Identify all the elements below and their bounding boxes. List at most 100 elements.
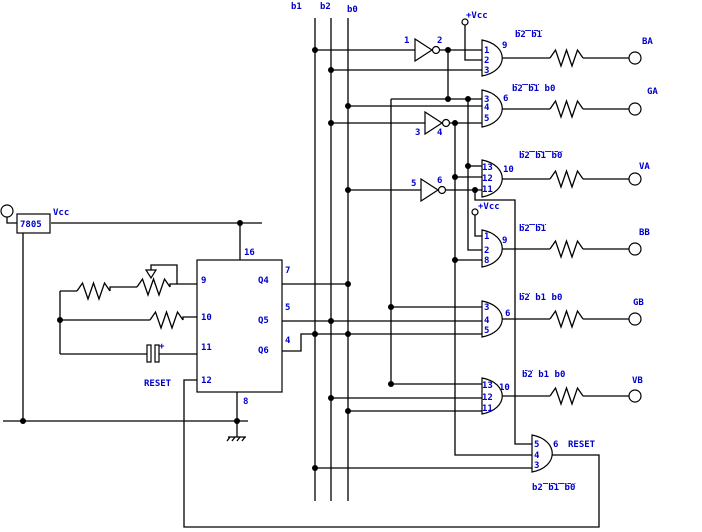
expression-term: b0 <box>539 84 555 94</box>
expression-term: b1 <box>526 30 542 40</box>
inverter-pin: 4 <box>437 128 443 138</box>
and-gate-ba <box>481 39 503 77</box>
potentiometer-wiper-icon <box>144 269 158 280</box>
output-terminal-vb <box>628 389 642 403</box>
expression-term: b2 <box>519 224 530 234</box>
expression-term: b1 <box>530 151 546 161</box>
counter-pin-9: 9 <box>201 276 206 286</box>
wire <box>6 217 17 224</box>
junction-dot <box>388 304 394 310</box>
and-gate-vb <box>481 377 503 415</box>
wire <box>464 25 482 61</box>
junction-dot <box>328 318 334 324</box>
output-label-ba: BA <box>642 37 653 47</box>
gate-pin-va: 11 <box>482 185 493 195</box>
capacitor-plate <box>154 344 160 363</box>
junction-dot <box>328 395 334 401</box>
gate-pin-gb: 3 <box>484 303 489 313</box>
counter-pin-5: 5 <box>285 303 290 313</box>
gate-pin-ba: 9 <box>502 41 507 51</box>
junction-dot <box>345 408 351 414</box>
counter-ic <box>196 259 283 393</box>
wire <box>474 190 535 445</box>
output-terminal-ba <box>628 51 642 65</box>
potentiometer <box>136 277 171 297</box>
output-label-vb: VB <box>632 376 643 386</box>
output-resistor-va <box>549 169 584 189</box>
junction-dot <box>312 465 318 471</box>
components <box>0 18 642 473</box>
junction-dot <box>312 331 318 337</box>
expression-term: b1 <box>543 483 559 493</box>
output-terminal-ga <box>628 102 642 116</box>
junction-dot <box>452 257 458 263</box>
counter-pin-11: 11 <box>201 343 212 353</box>
counter-pin-16: 16 <box>244 248 255 258</box>
expression-term: b1 <box>523 84 539 94</box>
junction-dot <box>345 103 351 109</box>
expression-term: b2 <box>522 370 533 380</box>
inverter-bubble <box>437 185 447 195</box>
and-gate-gb <box>481 300 503 338</box>
wire <box>182 316 197 320</box>
wire <box>282 333 482 352</box>
inverter-pin: 3 <box>415 128 420 138</box>
regulator-7805 <box>16 213 51 234</box>
inverter-pin: 2 <box>437 36 442 46</box>
gate-pin-ba: 3 <box>484 66 489 76</box>
output-resistor-ba <box>549 48 584 68</box>
vcc-terminal-mid <box>471 208 479 216</box>
gate-pin-va: 10 <box>503 165 514 175</box>
capacitor-plate <box>146 344 152 363</box>
counter-q4: Q4 <box>258 276 269 286</box>
timing-resistor-2 <box>149 310 184 330</box>
expression-term: b2 <box>519 293 530 303</box>
gate-pin-reset: 5 <box>534 440 539 450</box>
expression-term: b0 <box>546 293 562 303</box>
junction-dot <box>345 281 351 287</box>
expression-term: b2 <box>515 30 526 40</box>
expression-term: b2 <box>532 483 543 493</box>
junction-dot <box>388 381 394 387</box>
gate-pin-reset: 4 <box>534 451 540 461</box>
reset-output-label: RESET <box>568 440 596 450</box>
expression-term: b0 <box>546 151 562 161</box>
junction-dot <box>345 331 351 337</box>
logic-expression-reset: b2 b1 b0 <box>532 483 575 493</box>
counter-q6: Q6 <box>258 346 269 356</box>
labels: b1 b2 b0 +Vcc +Vcc Vcc 7805 BA GA VA BB … <box>20 2 658 493</box>
logic-expression-va: b2 b1 b0 <box>519 151 562 161</box>
gate-pin-reset: 3 <box>534 461 539 471</box>
logic-expression-bb: b2 b1 <box>519 224 546 234</box>
bus-label-b0: b0 <box>347 5 358 15</box>
junction-dot <box>328 120 334 126</box>
inverter-bubble <box>441 118 451 128</box>
gate-pin-vb: 11 <box>482 404 493 414</box>
gate-pin-bb: 9 <box>502 236 507 246</box>
expression-term: b1 <box>530 224 546 234</box>
gate-pin-ga: 5 <box>484 114 489 124</box>
gate-pin-bb: 2 <box>484 246 489 256</box>
expression-term: b1 <box>530 293 546 303</box>
expression-term: b2 <box>519 151 530 161</box>
counter-q5: Q5 <box>258 316 269 326</box>
output-resistor-ga <box>549 99 584 119</box>
counter-pin-12: 12 <box>201 376 212 386</box>
junction-dot <box>465 163 471 169</box>
ground-icon <box>226 436 246 442</box>
gate-pin-ba: 1 <box>484 46 489 56</box>
wire <box>183 379 600 528</box>
output-terminal-bb <box>628 242 642 256</box>
junction-dot <box>445 96 451 102</box>
inverter-pin: 5 <box>411 179 416 189</box>
output-terminal-va <box>628 172 642 186</box>
and-gate-ga <box>481 89 503 128</box>
counter-pin-10: 10 <box>201 313 212 323</box>
junction-dot <box>312 47 318 53</box>
and-gate-bb <box>481 229 503 268</box>
inverter-pin: 1 <box>404 36 409 46</box>
counter-pin-8: 8 <box>243 397 248 407</box>
expression-term: b2 <box>512 84 523 94</box>
wire <box>454 123 535 456</box>
